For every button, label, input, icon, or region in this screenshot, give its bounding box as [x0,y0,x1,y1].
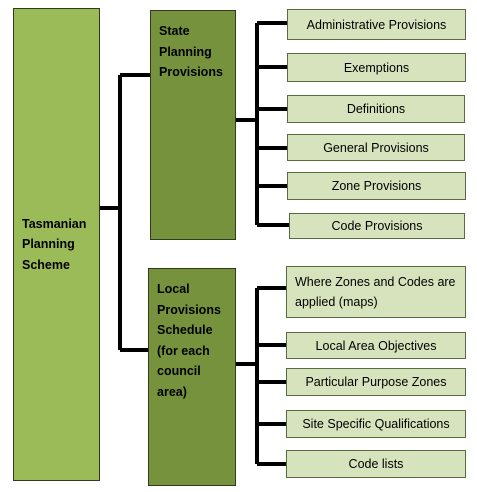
code-lists-label: Code lists [348,457,404,471]
general-provisions-label: General Provisions [323,140,429,155]
definitions-label: Definitions [346,102,406,116]
local-connector [236,286,286,466]
local-area-objectives-box: Local Area Objectives [286,332,466,359]
zone-provisions-label: Zone Provisions [331,179,422,193]
exemptions-label: Exemptions [343,60,410,75]
where-zones-and-codes-label: Where Zones and Codes are applied (maps) [295,275,456,309]
local-provisions-schedule-box: Local Provisions Schedule (for each coun… [148,268,236,486]
code-lists-box: Code lists [286,450,466,478]
root-connector [100,73,150,352]
administrative-provisions-label: Administrative Provisions [306,17,447,32]
site-specific-qualifications-label: Site Specific Qualifications [302,417,450,431]
exemptions-box: Exemptions [287,53,466,82]
local-provisions-schedule-label: Local Provisions Schedule (for each coun… [157,282,221,399]
local-area-objectives-label: Local Area Objectives [315,338,437,353]
particular-purpose-zones-label: Particular Purpose Zones [305,375,447,389]
tasmanian-planning-scheme-label: Tasmanian Planning Scheme [22,216,87,272]
state-planning-provisions-label: State Planning Provisions [159,24,223,79]
general-provisions-box: General Provisions [287,134,465,161]
administrative-provisions-box: Administrative Provisions [287,9,466,40]
code-provisions-box: Code Provisions [289,213,465,239]
zone-provisions-box: Zone Provisions [287,172,466,200]
site-specific-qualifications-box: Site Specific Qualifications [286,410,466,438]
tasmanian-planning-scheme-box: Tasmanian Planning Scheme [13,8,100,481]
particular-purpose-zones-box: Particular Purpose Zones [286,368,466,396]
definitions-box: Definitions [287,95,465,123]
where-zones-and-codes-box: Where Zones and Codes are applied (maps) [286,266,466,318]
code-provisions-label: Code Provisions [331,219,423,233]
state-planning-provisions-box: State Planning Provisions [150,10,236,240]
state-connector [236,21,289,227]
